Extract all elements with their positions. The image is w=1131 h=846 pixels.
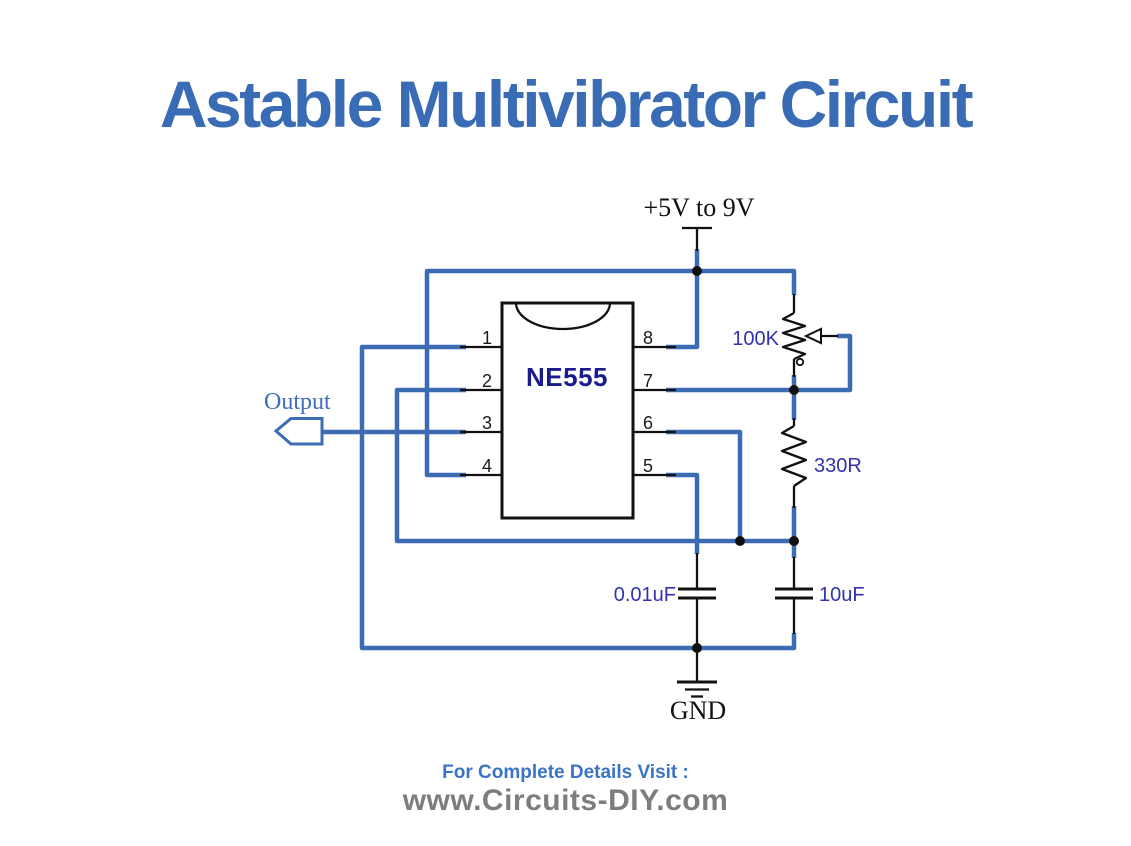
pot-indicator-circle — [795, 357, 805, 367]
junction-dot-vcc — [692, 266, 702, 276]
ground-label: GND — [670, 696, 726, 725]
resistor-value: 330R — [814, 455, 862, 477]
junction-dot-pin7-pot — [789, 385, 799, 395]
pin-number-3: 3 — [482, 413, 492, 433]
wire-pin5-to-cap — [666, 472, 700, 554]
pin-number-2: 2 — [482, 371, 492, 391]
junction-dots — [692, 266, 799, 653]
potentiometer: 100K — [732, 294, 838, 377]
ic-ne555: NE555 1 2 3 4 8 7 6 5 — [460, 301, 676, 520]
power-label: +5V to 9V — [644, 193, 755, 222]
ic-notch-icon — [514, 302, 612, 331]
ic-name: NE555 — [526, 362, 608, 392]
footer: For Complete Details Visit : www.Circuit… — [0, 762, 1131, 818]
capacitor-small: 0.01uF — [614, 553, 716, 649]
pin-number-4: 4 — [482, 456, 492, 476]
resistor: 330R — [780, 418, 862, 508]
junction-dot-pin6 — [735, 536, 745, 546]
junction-dot-ground — [692, 643, 702, 653]
resistor-zigzag — [780, 425, 808, 487]
wire-pin7-wiper-loop — [666, 333, 853, 393]
pot-wiper-arrow-icon — [803, 327, 822, 345]
power-symbol: +5V to 9V — [644, 193, 755, 251]
output-arrow-icon — [273, 417, 324, 446]
capacitor-small-value: 0.01uF — [614, 584, 676, 606]
footer-visit-text: For Complete Details Visit : — [442, 762, 689, 783]
capacitor-large-value: 10uF — [819, 584, 865, 606]
pin-number-8: 8 — [643, 328, 653, 348]
output-terminal: Output — [264, 389, 331, 446]
ic-body — [500, 301, 635, 520]
pin-number-1: 1 — [482, 328, 492, 348]
capacitor-large: 10uF — [775, 557, 865, 634]
junction-dot-resistor-cap — [789, 536, 799, 546]
wire-vcc-to-pin8 — [666, 249, 700, 350]
pot-zigzag — [781, 311, 807, 361]
output-label: Output — [264, 389, 331, 415]
wire-vcc-rail-pin4-pot — [424, 268, 797, 478]
wire-pin1-ground-rail — [359, 344, 797, 651]
wires — [320, 249, 853, 651]
ground-symbol: GND — [670, 648, 726, 725]
potentiometer-value: 100K — [732, 328, 779, 350]
wire-pin6 — [666, 429, 743, 543]
pin-number-5: 5 — [643, 456, 653, 476]
footer-website: www.Circuits-DIY.com — [402, 784, 729, 817]
pin-number-7: 7 — [643, 371, 653, 391]
page-title: Astable Multivibrator Circuit — [159, 67, 974, 141]
wire-pin2-threshold-line — [394, 387, 794, 544]
pin-number-6: 6 — [643, 413, 653, 433]
